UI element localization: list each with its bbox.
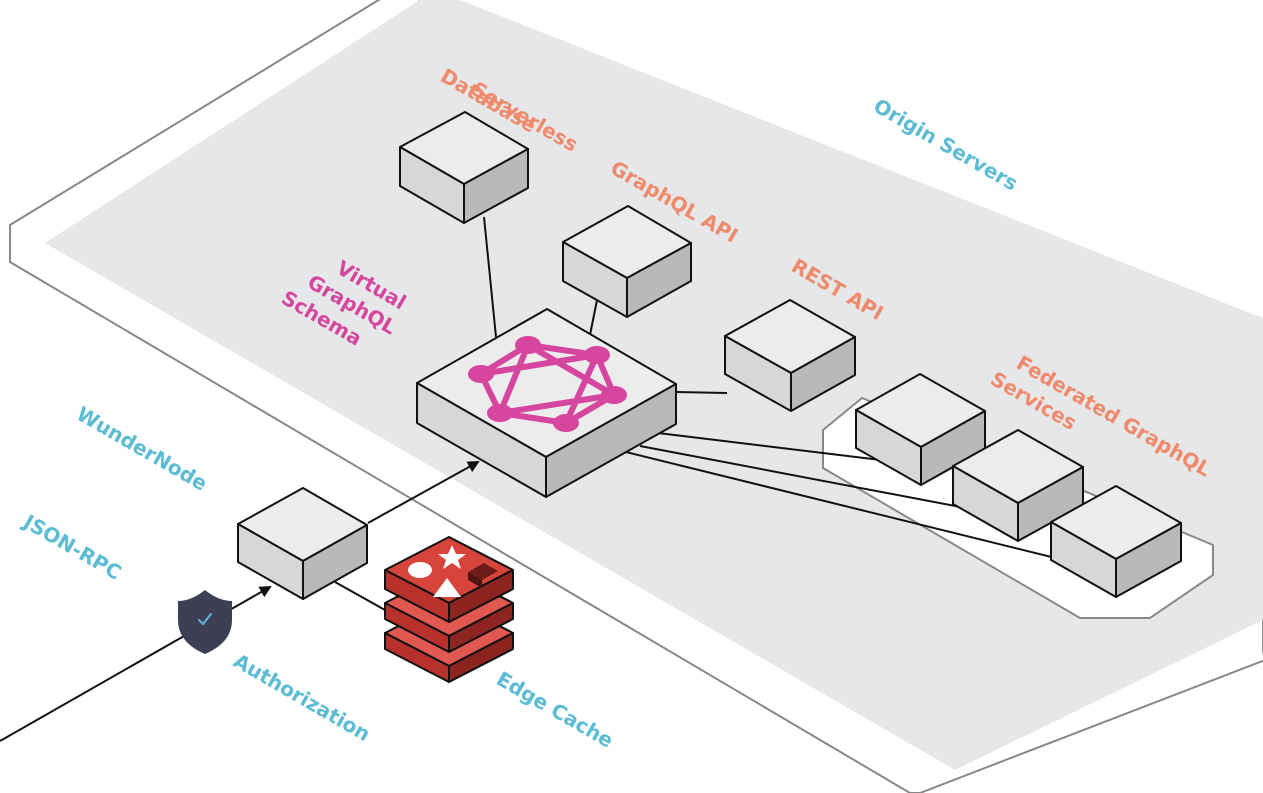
json-rpc-label: JSON-RPC xyxy=(18,509,126,585)
edge-cache-label: Edge Cache xyxy=(493,667,618,753)
shield-check-icon xyxy=(178,590,232,654)
graphql-logo-icon xyxy=(468,336,627,432)
rest-api-box xyxy=(724,299,856,412)
graphql-api-box xyxy=(562,205,692,318)
wundernode-box xyxy=(237,487,368,600)
virtual-graphql-schema-box xyxy=(416,308,677,498)
redis-stack-icon xyxy=(384,536,514,683)
federated-service-box-1 xyxy=(855,373,986,486)
federated-service-box-2 xyxy=(952,429,1084,542)
authorization-label: Authorization xyxy=(230,649,375,747)
federated-service-box-3 xyxy=(1050,485,1182,598)
wundernode-label: WunderNode xyxy=(73,402,212,496)
serverless-database-box xyxy=(399,111,529,224)
